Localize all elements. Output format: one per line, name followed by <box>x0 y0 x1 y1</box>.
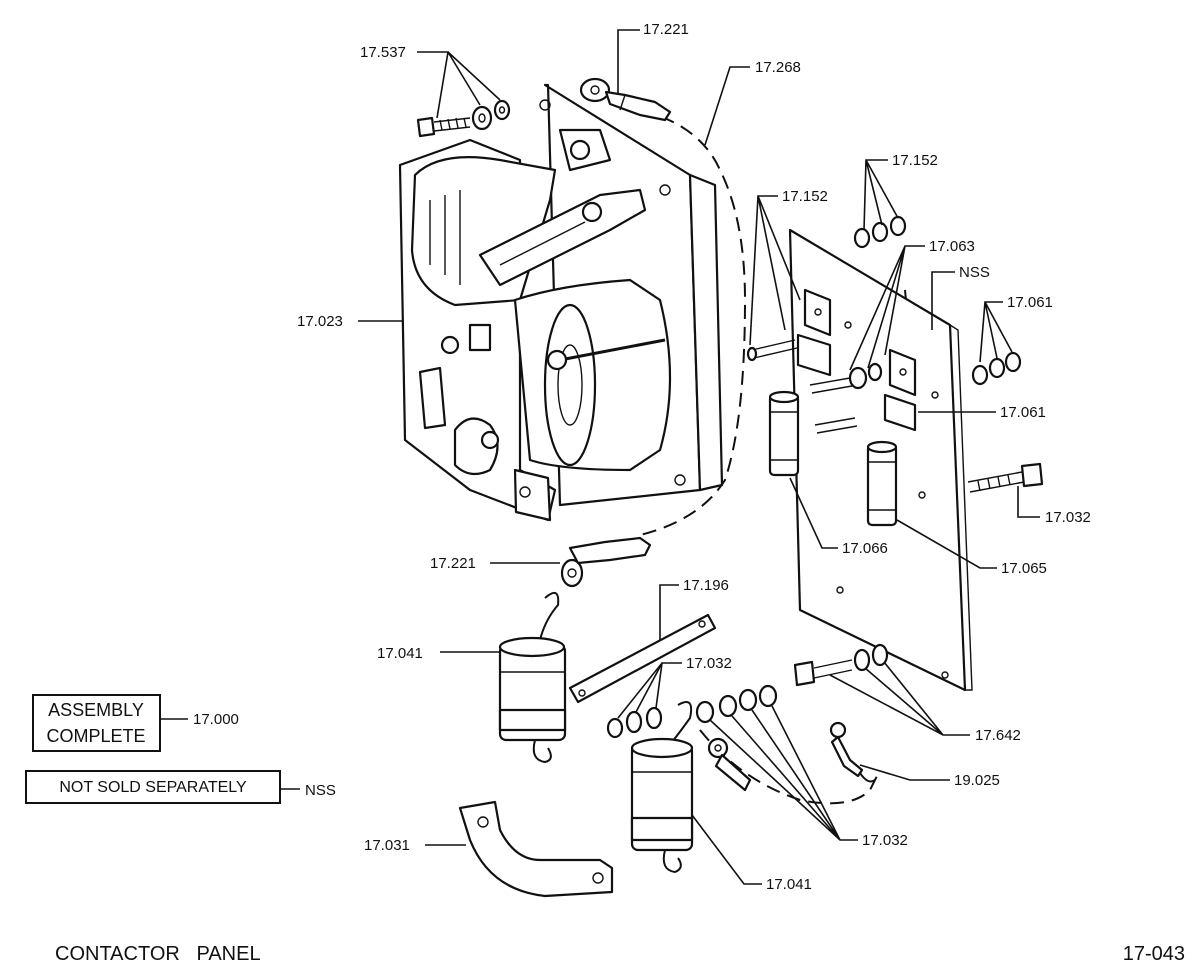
callout-c18: 17.642 <box>975 727 1021 744</box>
ring-lug-lower <box>707 737 752 792</box>
callout-c11: 17.032 <box>1045 509 1091 526</box>
callout-labels: 17.537 17.221 17.268 17.152 17.152 17.06… <box>297 21 1091 893</box>
callout-c19: 19.025 <box>954 772 1000 789</box>
callout-c9: 17.023 <box>297 313 343 330</box>
terminal-brackets <box>796 288 917 432</box>
fuse-17-041-left <box>498 591 567 764</box>
callout-c1: 17.537 <box>360 44 406 61</box>
bolt-17-032-right <box>967 462 1044 493</box>
nss-ref-label: NSS <box>305 782 336 799</box>
callout-c15: 17.196 <box>683 577 729 594</box>
assembly-ref-label: 17.000 <box>193 711 239 728</box>
not-sold-separately-box: NOT SOLD SEPARATELY <box>25 770 281 804</box>
callout-c10: 17.061 <box>1000 404 1046 421</box>
nuts-17-032-left <box>606 706 663 739</box>
nss-box-text: NOT SOLD SEPARATELY <box>59 779 247 796</box>
link-bar-17-196 <box>568 613 717 704</box>
callout-c6: 17.063 <box>929 238 975 255</box>
fuse-17-065 <box>866 440 898 527</box>
fuse-17-041-right <box>630 701 694 874</box>
washers-17-032-lower <box>695 684 778 724</box>
callout-c17: 17.032 <box>686 655 732 672</box>
callout-c3: 17.268 <box>755 59 801 76</box>
assembly-box-line2: COMPLETE <box>46 726 145 746</box>
callout-c12: 17.066 <box>842 540 888 557</box>
callout-c5: 17.152 <box>782 188 828 205</box>
contactor-assembly <box>398 128 672 522</box>
bolt-17-642 <box>793 643 889 687</box>
cable-lug-top <box>579 77 672 122</box>
assembly-complete-box: ASSEMBLY COMPLETE <box>32 694 161 752</box>
callout-c16: 17.041 <box>377 645 423 662</box>
callout-c8: 17.061 <box>1007 294 1053 311</box>
cable-lug-bottom <box>560 536 652 588</box>
bolt-17-537 <box>416 99 511 138</box>
callout-c22: 17.041 <box>766 876 812 893</box>
fuse-17-066 <box>768 390 800 477</box>
panel-screws <box>746 339 883 434</box>
bracket-17-031 <box>458 800 614 898</box>
wire-lug-19-025 <box>829 721 876 783</box>
callout-c14: 17.221 <box>430 555 476 572</box>
leader-lines <box>160 29 1040 885</box>
callout-c4: 17.152 <box>892 152 938 169</box>
figure-number: 17-043 <box>1123 943 1185 965</box>
callout-c7: NSS <box>959 264 990 281</box>
callout-c2: 17.221 <box>643 21 689 38</box>
panel-nuts-upper <box>853 215 907 249</box>
callout-c21: 17.031 <box>364 837 410 854</box>
page-title: CONTACTOR PANEL <box>55 943 261 965</box>
callout-c20: 17.032 <box>862 832 908 849</box>
panel-nuts-right <box>971 351 1022 386</box>
assembly-box-line1: ASSEMBLY <box>48 700 144 720</box>
callout-c13: 17.065 <box>1001 560 1047 577</box>
wiring-path-upper <box>639 109 747 536</box>
